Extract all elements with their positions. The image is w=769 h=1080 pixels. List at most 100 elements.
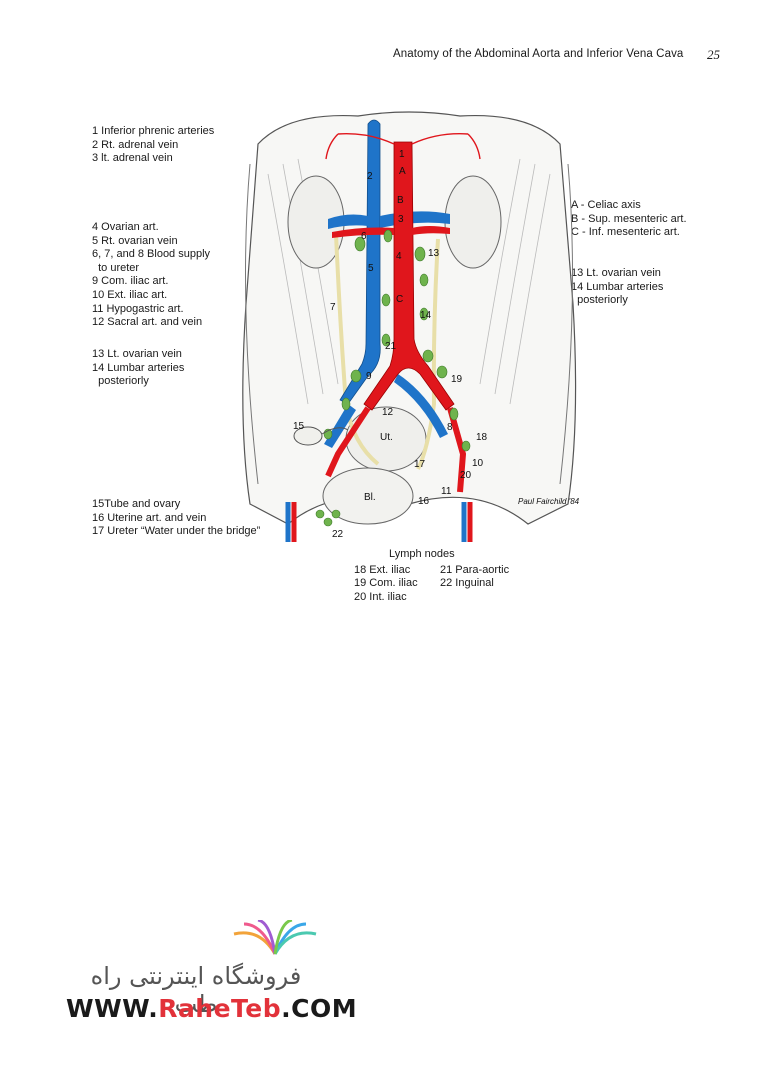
lymph-item: 18 Ext. iliac — [354, 564, 411, 576]
label-12: 12 — [382, 407, 394, 418]
label-20: 20 — [460, 470, 472, 481]
legend-item: 13 Lt. ovarian vein — [571, 267, 661, 279]
legend-item: 10 Ext. iliac art. — [92, 288, 168, 301]
legend-item: 4 Ovarian art. — [92, 221, 159, 233]
label-1: 1 — [399, 149, 405, 160]
legend-item: 5 Rt. ovarian vein — [92, 234, 178, 247]
label-2: 2 — [367, 171, 373, 182]
lymph-nodes-title: Lymph nodes — [389, 548, 455, 560]
label-14: 14 — [420, 310, 432, 321]
legend-item: 14 Lumbar arteries — [571, 280, 664, 293]
legend-item: 9 Com. iliac art. — [92, 275, 169, 288]
legend-item: 12 Sacral art. and vein — [92, 316, 203, 329]
legend-item: 3 lt. adrenal vein — [92, 152, 173, 165]
label-22: 22 — [332, 529, 344, 540]
figure-labels: 1 A B 2 3 4 5 6 7 C 14 13 21 9 19 12 15 … — [293, 149, 580, 540]
lymph-item: 19 Com. iliac — [354, 577, 418, 590]
right-ureter — [334, 233, 380, 466]
label-13: 13 — [428, 248, 440, 259]
iliac-vein-right — [324, 404, 356, 448]
inferior-vena-cava — [339, 119, 381, 405]
label-Bl: Bl. — [364, 492, 376, 503]
right-tube — [321, 427, 349, 435]
legend-item: 2 Rt. adrenal vein — [92, 138, 179, 151]
anatomy-illustration: 1 A B 2 3 4 5 6 7 C 14 13 21 9 19 12 15 … — [242, 111, 580, 542]
legend-item: posteriorly — [571, 294, 628, 307]
external-iliac-left — [447, 407, 467, 493]
legend-item: C - Inf. mesenteric art. — [571, 226, 680, 239]
lymph-node — [383, 229, 393, 243]
renal-vein-right — [328, 214, 368, 229]
lymph-node — [381, 293, 391, 307]
renal-artery-left — [412, 226, 450, 235]
watermark-site: WWW.RaheTeb.COM — [66, 994, 357, 1023]
lymph-node — [341, 397, 351, 411]
lymph-node — [414, 246, 426, 262]
label-19: 19 — [451, 374, 463, 385]
site-prefix: WWW. — [66, 994, 159, 1023]
legend-item: to ureter — [92, 261, 140, 274]
lymph-col-2: 21 Para-aortic 22 Inguinal — [440, 564, 509, 591]
label-5: 5 — [368, 263, 374, 274]
label-10: 10 — [472, 458, 484, 469]
legend-item: 6, 7, and 8 Blood supply — [92, 248, 211, 261]
label-21: 21 — [385, 341, 397, 352]
legend-item: 16 Uterine art. and vein — [92, 511, 207, 524]
label-7: 7 — [330, 302, 336, 313]
label-16: 16 — [418, 496, 430, 507]
lymph-node — [419, 307, 429, 321]
legend-item: 1 Inferior phrenic arteries — [92, 125, 215, 137]
lymph-item: 22 Inguinal — [440, 577, 494, 590]
bladder — [322, 467, 414, 525]
legend-right-group-2: 13 Lt. ovarian vein 14 Lumbar arteries p… — [571, 267, 663, 308]
lymph-node — [381, 333, 391, 347]
running-header: Anatomy of the Abdominal Aorta and Infer… — [393, 48, 684, 60]
lymph-node — [422, 349, 434, 363]
abdominal-aorta — [363, 141, 455, 411]
rib-margin-right — [559, 163, 573, 485]
legend-item: 11 Hypogastric art. — [92, 302, 184, 315]
signature: Paul Fairchild '84 — [518, 497, 580, 506]
lymph-node — [354, 236, 366, 252]
watermark-persian: فروشگاه اینترنتی راه طب — [90, 962, 302, 1018]
lymph-node — [436, 365, 448, 379]
legend-right-group-1: A - Celiac axis B - Sup. mesenteric art.… — [571, 199, 687, 240]
book-logo-icon — [233, 920, 317, 955]
legend-item: 15Tube and ovary — [92, 498, 181, 510]
label-B: B — [397, 195, 404, 206]
legend-item: 13 Lt. ovarian vein — [92, 348, 182, 360]
legend-group-2: 4 Ovarian art. 5 Rt. ovarian vein 6, 7, … — [92, 221, 210, 330]
label-15: 15 — [293, 421, 305, 432]
label-11: 11 — [441, 486, 452, 497]
label-3: 3 — [398, 214, 404, 225]
muscle-hatching-right — [479, 158, 551, 405]
site-brand: RaheTeb — [158, 994, 282, 1023]
label-17: 17 — [414, 459, 426, 470]
lymph-node — [331, 509, 341, 519]
lymph-nodes — [315, 229, 471, 527]
renal-artery-right — [332, 227, 394, 238]
label-8: 8 — [447, 422, 453, 433]
label-4: 4 — [396, 251, 402, 262]
legend-group-1: 1 Inferior phrenic arteries 2 Rt. adrena… — [92, 125, 214, 166]
legend-item: posteriorly — [92, 375, 149, 388]
lymph-node — [323, 517, 333, 527]
inferior-phrenic-arteries — [325, 133, 481, 160]
lymph-node — [315, 509, 325, 519]
label-9: 9 — [366, 371, 372, 382]
legend-item: 14 Lumbar arteries — [92, 361, 185, 374]
lymph-item: 21 Para-aortic — [440, 564, 510, 576]
iliac-vein-left — [394, 374, 448, 438]
page-number: 25 — [707, 47, 720, 62]
legend-group-3: 13 Lt. ovarian vein 14 Lumbar arteries p… — [92, 348, 184, 389]
label-Ut: Ut. — [380, 432, 393, 443]
lymph-item: 20 Int. iliac — [354, 590, 407, 603]
left-kidney — [444, 175, 502, 269]
legend-item: B - Sup. mesenteric art. — [571, 212, 687, 225]
right-ovary — [293, 426, 323, 446]
external-iliac-right — [325, 406, 371, 478]
lymph-node — [419, 273, 429, 287]
lymph-node — [461, 440, 471, 452]
lymph-col-1: 18 Ext. iliac 19 Com. iliac 20 Int. ilia… — [354, 564, 418, 604]
rib-margin-left — [245, 163, 259, 485]
